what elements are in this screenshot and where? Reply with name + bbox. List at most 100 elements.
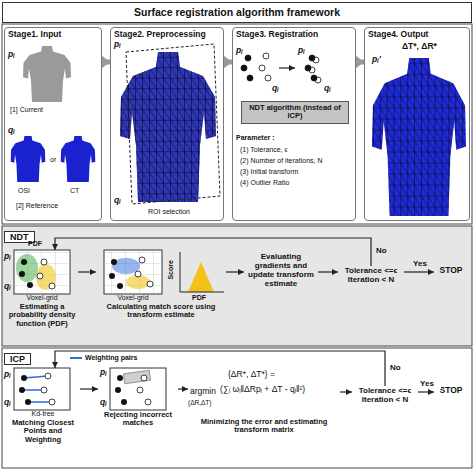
annotation-label: qᵢ — [272, 84, 279, 93]
closest-points — [19, 387, 25, 393]
decision-text: Tolerance <=ϵ Iteration < N — [338, 266, 404, 284]
roi-mesh — [120, 52, 216, 202]
annotation-label: or — [50, 156, 56, 164]
registered-mesh — [372, 58, 466, 216]
roi-mesh — [120, 52, 216, 202]
stage-arrow — [356, 60, 364, 65]
annotation-label: pᵢ — [100, 368, 107, 377]
method-panel: NDT Voxel-gridEstimating a probability de… — [2, 226, 472, 346]
voxel-grid-pdf — [21, 259, 27, 265]
point-pairs — [305, 65, 311, 71]
algorithm-box: NDT algorithm (instead of ICP) — [241, 101, 349, 124]
node-text: Rejecting incorrect matches — [98, 411, 178, 428]
panel-frame — [2, 226, 472, 346]
voxel-grid-score — [104, 250, 162, 294]
voxel-grid-pdf — [49, 283, 55, 289]
stage-box: Stage2. Preprocessing — [110, 27, 224, 221]
annotation-label: pᵢ — [298, 46, 305, 55]
flow-arrow — [178, 388, 188, 389]
node-text: {ΔR*, ΔT*} = — [228, 370, 275, 380]
voxel-grid-pdf — [14, 250, 70, 294]
panel-frame — [2, 24, 472, 224]
rejected-matches — [123, 370, 150, 384]
closest-points — [41, 387, 47, 393]
node-text: Tolerance <=ϵ Iteration < N — [338, 266, 404, 284]
edge-label: Yes — [413, 380, 441, 389]
flow-arrow — [226, 271, 244, 272]
roi-mesh — [126, 44, 220, 204]
voxel-grid-score — [104, 250, 162, 294]
annotation-label: (2) Number of iterations, N — [240, 157, 322, 165]
voxel-grid-pdf — [14, 250, 70, 294]
closest-points — [14, 368, 70, 410]
decision-text: Tolerance <=ϵ Iteration < N — [352, 386, 418, 404]
flow-arrow — [55, 238, 371, 266]
point-pairs — [259, 65, 265, 71]
node-text: (ΔR,ΔT) — [188, 399, 211, 406]
point-pairs — [263, 53, 269, 59]
flow-arrow — [318, 271, 338, 272]
legend-entry: Weighting pairs — [70, 354, 137, 362]
body-scan-reference — [61, 136, 96, 182]
legend-text: Weighting pairs — [85, 354, 137, 361]
point-pairs — [241, 53, 321, 83]
voxel-grid-pdf — [41, 259, 47, 265]
body-scan-current — [23, 46, 71, 102]
node-text: Stage2. Preprocessing — [111, 28, 223, 42]
annotation-label: PDF — [192, 294, 206, 302]
body-scan-reference — [11, 136, 96, 182]
voxel-grid-score — [111, 259, 117, 265]
stage-box: Stage4. Output — [364, 27, 470, 221]
voxel-grid-pdf — [16, 254, 38, 282]
annotation-label: (3) Initial transform — [240, 168, 298, 176]
point-pairs — [279, 67, 295, 68]
flow-arrow — [78, 271, 96, 272]
annotation-label: pᵢ — [4, 252, 11, 261]
stop-box: STOP — [434, 385, 468, 397]
rejected-matches — [145, 399, 151, 405]
node-text: NDT — [4, 231, 35, 243]
rejected-matches — [117, 375, 123, 381]
process-step: Kd-treeMatching Closest Points and Weigh… — [6, 368, 80, 444]
point-pairs — [311, 75, 317, 81]
node-text: (∑ᵢ ωᵢ‖ΔRpᵢ + ΔT - qᵢ‖²) — [220, 385, 305, 395]
annotation-label: [2] Reference — [16, 202, 58, 210]
node-text: Calculating match score using transform … — [96, 303, 226, 320]
voxel-grid-score — [104, 250, 162, 294]
flow-arrow — [340, 391, 352, 392]
annotation-label: pᵢ — [114, 40, 121, 49]
closest-points — [45, 373, 51, 379]
annotation-label: Score — [167, 259, 175, 281]
process-step: Voxel-gridCalculating match score using … — [96, 250, 226, 320]
closest-points — [25, 399, 31, 405]
edge-label: No — [375, 247, 388, 256]
voxel-grid-score — [109, 273, 115, 279]
node-text: Matching Closest Points and Weighting — [6, 419, 80, 444]
rejected-matches — [110, 368, 166, 410]
roi-mesh — [120, 44, 220, 204]
panel-frame — [2, 348, 472, 468]
registered-mesh — [372, 58, 466, 216]
score-chart — [188, 262, 214, 292]
point-pairs — [309, 55, 315, 61]
stop-box: STOP — [434, 265, 468, 277]
closest-points — [22, 376, 52, 402]
node-text: Stage4. Output — [365, 28, 469, 42]
body-scan-current — [23, 46, 71, 102]
score-chart — [180, 252, 224, 292]
rejected-matches — [121, 399, 127, 405]
annotation-label: pᵢ — [4, 370, 11, 379]
flow-arrow — [55, 351, 385, 386]
node-text: Stage3. Registration — [233, 28, 355, 42]
score-chart — [180, 252, 224, 292]
annotation-label: pᵢ' — [372, 55, 381, 64]
annotation-label: CT — [70, 187, 79, 195]
annotation-label: qᵢ — [324, 84, 331, 93]
process-step: Rejecting incorrect matches — [98, 368, 178, 428]
annotation-label: [1] Current — [10, 106, 43, 114]
voxel-grid-pdf — [14, 250, 70, 294]
process-step: Voxel-gridEstimating a probability densi… — [6, 250, 78, 328]
registered-mesh — [372, 58, 466, 216]
closest-points — [49, 399, 55, 405]
voxel-grid-score — [147, 281, 153, 287]
